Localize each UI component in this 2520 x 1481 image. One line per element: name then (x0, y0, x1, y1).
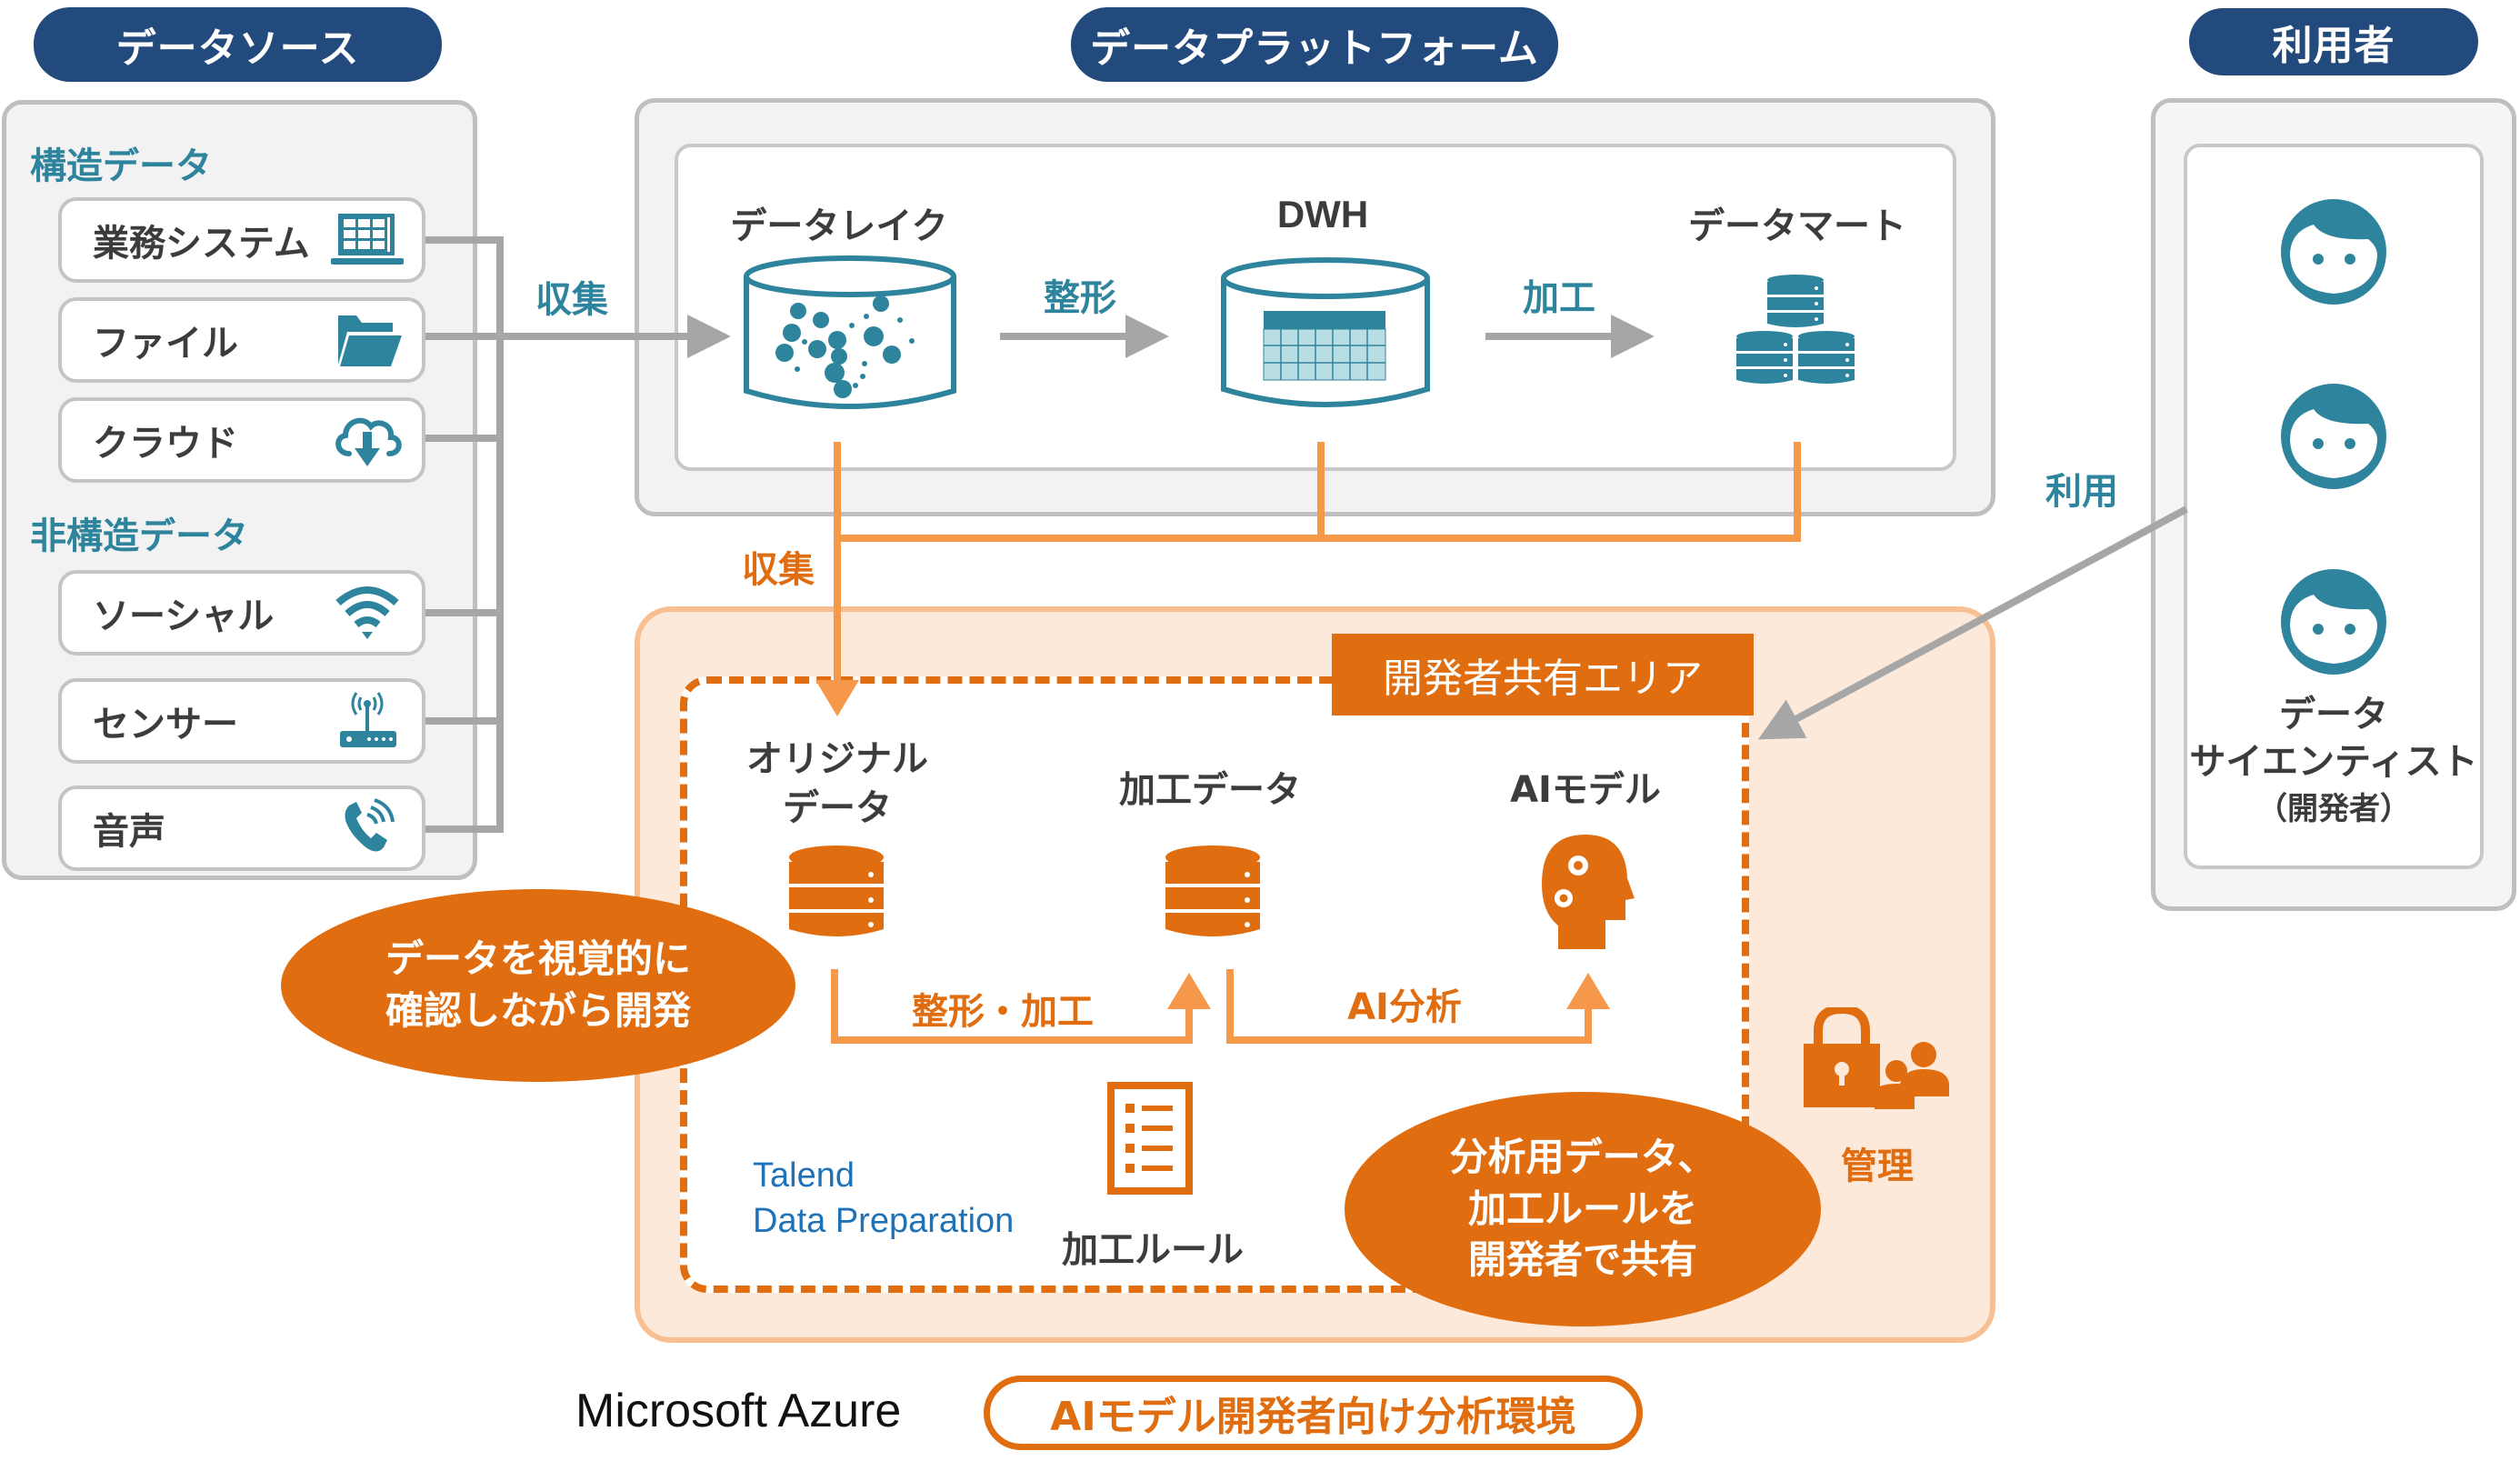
source-item-cloud[interactable]: クラウド (58, 397, 425, 483)
user-role-line2: サイエンティスト (2189, 741, 2478, 783)
collect-to-dev-label: 収集 (742, 549, 815, 591)
ai-analysis-label: AI分析 (1347, 986, 1462, 1028)
processed-data-db-icon[interactable] (1164, 846, 1262, 940)
source-item-business-system[interactable]: 業務システム (58, 197, 425, 283)
processing-rules-icon[interactable] (1107, 1082, 1193, 1195)
environment-label: AIモデル開発者向け分析環境 (1050, 1394, 1576, 1440)
lock-users-icon[interactable] (1802, 1007, 1951, 1109)
talend-tool-label: Talend Data Preparation (753, 1153, 1014, 1244)
wifi-icon (335, 586, 399, 639)
shared-assets-bubble: 分析用データ、 加工ルールを 開発者で共有 (1345, 1092, 1821, 1326)
router-antenna-icon (340, 692, 396, 747)
shape-process-label: 整形・加工 (912, 991, 1094, 1033)
cloud-download-icon (335, 417, 402, 466)
bubble-left-line1: データを視覚的に (385, 936, 691, 982)
source-item-label: ソーシャル (93, 595, 275, 637)
bubble-right-line1: 分析用データ、 (1449, 1134, 1716, 1179)
laptop-table-icon (331, 214, 404, 265)
shape-label: 整形 (1044, 277, 1116, 319)
ai-model-head-icon[interactable] (1540, 833, 1635, 951)
source-item-file[interactable]: ファイル (58, 297, 425, 383)
shape-process-flow (831, 969, 1211, 1044)
dwh-label: DWH (1276, 193, 1369, 235)
source-item-label: 音声 (93, 811, 165, 853)
user-role-line3: （開発者） (2255, 791, 2411, 827)
source-item-label: センサー (93, 704, 238, 746)
unstructured-data-label: 非構造データ (30, 515, 248, 557)
original-data-db-icon[interactable] (787, 846, 885, 940)
area-label-text: 開発者共有エリア (1383, 655, 1703, 702)
developer-shared-area-label: 開発者共有エリア (1332, 634, 1754, 715)
bubble-right-line3: 開発者で共有 (1467, 1237, 1697, 1283)
ai-analysis-flow (1226, 969, 1610, 1044)
data-lake-icon (744, 255, 956, 409)
original-data-line1: オリジナル (746, 738, 928, 780)
data-source-header-label: データソース (115, 25, 360, 72)
data-mart-label: データマート (1688, 205, 1906, 247)
platform-to-dev-lines (834, 442, 1801, 542)
folder-icon (338, 315, 402, 366)
user-face-icon[interactable] (2277, 565, 2390, 678)
data-mart-icon (1736, 275, 1855, 384)
users-header: 利用者 (2189, 8, 2478, 75)
use-label: 利用 (2045, 471, 2118, 513)
phone-call-icon (345, 798, 395, 852)
processed-data-label: 加工データ (1119, 769, 1301, 811)
source-item-label: ファイル (93, 323, 238, 365)
source-item-sensor[interactable]: センサー (58, 678, 425, 764)
original-data-label: オリジナル データ (746, 735, 928, 833)
user-face-icon[interactable] (2277, 195, 2390, 308)
user-role-line1: データ (2278, 694, 2388, 735)
user-role-label: データ サイエンティスト （開発者） (2189, 691, 2477, 833)
processing-rules-label: 加工ルール (1062, 1229, 1244, 1271)
dwh-database-icon (1221, 257, 1430, 407)
talend-line2: Data Preparation (753, 1202, 1015, 1240)
process-label: 加工 (1523, 277, 1595, 319)
collect-label: 収集 (535, 279, 608, 321)
user-face-icon[interactable] (2277, 380, 2390, 493)
data-platform-header-label: データプラットフォーム (1090, 25, 1539, 72)
source-item-voice[interactable]: 音声 (58, 786, 425, 871)
source-item-label: クラウド (93, 423, 238, 465)
talend-line1: Talend (753, 1156, 855, 1195)
manage-label: 管理 (1841, 1146, 1914, 1187)
data-source-header: データソース (34, 7, 442, 82)
original-data-line2: データ (783, 787, 892, 829)
users-header-label: 利用者 (2272, 23, 2395, 69)
visual-development-bubble: データを視覚的に 確認しながら開発 (281, 889, 795, 1082)
bubble-left-line2: 確認しながら開発 (385, 988, 691, 1033)
source-bus-lines (425, 236, 504, 833)
data-lake-label: データレイク (730, 205, 948, 247)
source-item-social[interactable]: ソーシャル (58, 570, 425, 655)
use-arrow (1757, 505, 2188, 740)
structured-data-label: 構造データ (30, 145, 212, 187)
source-item-label: 業務システム (93, 223, 310, 265)
ai-model-label: AIモデル (1510, 769, 1661, 811)
data-platform-header: データプラットフォーム (1071, 7, 1558, 82)
bubble-right-line2: 加工ルールを (1467, 1186, 1697, 1231)
environment-pill: AIモデル開発者向け分析環境 (984, 1376, 1643, 1450)
microsoft-azure-label: Microsoft Azure (575, 1385, 902, 1437)
